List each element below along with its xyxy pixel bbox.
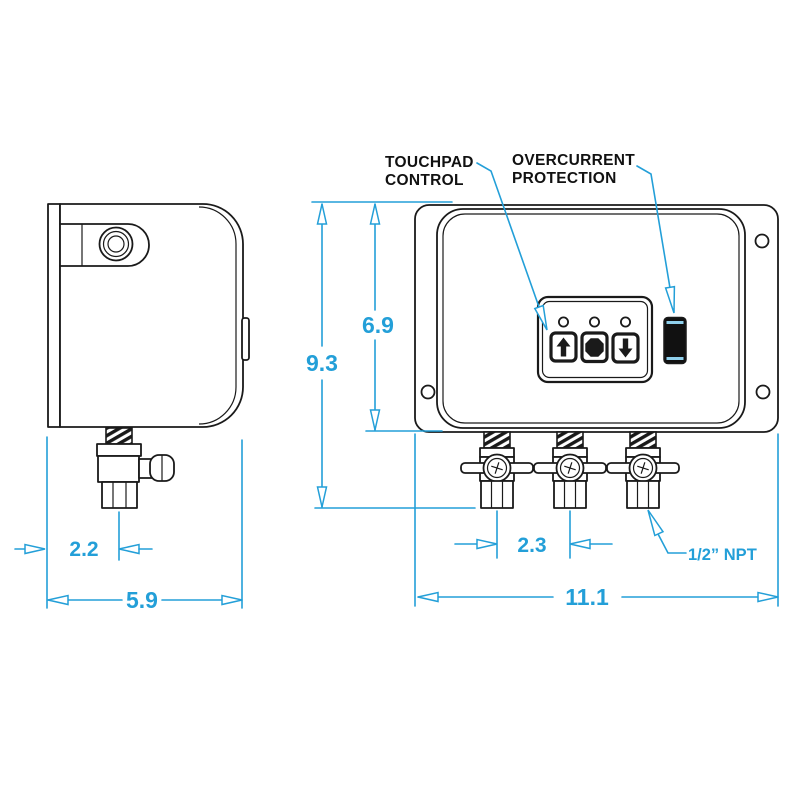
dim-arrow-left-icon	[569, 538, 591, 550]
dim-value: 2.2	[69, 538, 98, 561]
up-arrow-icon	[556, 337, 571, 357]
dim-arrow-down-icon	[316, 486, 328, 508]
led-indicator-2	[589, 316, 601, 328]
keypad-bezel-inner	[541, 300, 649, 379]
valve-body	[97, 455, 140, 483]
dim-side-width: 5.9	[47, 587, 243, 613]
dim-value: 9.3	[306, 350, 338, 376]
side-breaker-tab	[241, 317, 250, 361]
dim-arrow-right-icon	[476, 538, 498, 550]
side-enclosure-body	[59, 203, 244, 428]
dim-arrow-right-icon	[24, 543, 46, 555]
dim-arrow-left-icon	[417, 591, 439, 603]
keypad-panel	[536, 295, 654, 384]
valve-stem-inner	[486, 457, 508, 479]
cable-gland	[59, 223, 150, 267]
callout-npt: 1/2” NPT	[647, 509, 757, 564]
leader-line	[636, 165, 671, 289]
side-lid-seam	[198, 206, 237, 425]
callout-label-line2: PROTECTION	[512, 170, 617, 187]
dim-front-overall-height: 9.3	[306, 203, 338, 508]
breaker-top-stripe	[666, 321, 684, 324]
mounting-hole-bottom-right	[755, 384, 771, 400]
leader-line	[656, 531, 687, 554]
down-arrow-icon	[618, 338, 633, 358]
dim-arrow-down-icon	[369, 409, 381, 431]
leader-line	[476, 162, 540, 308]
front-valves	[460, 431, 680, 509]
dim-side-valve-offset: 2.2	[14, 538, 153, 561]
cable-gland-nut-mid	[102, 230, 130, 258]
front-valve-2	[533, 431, 607, 509]
cable-gland-bore	[107, 235, 125, 253]
valve-hex-fitting	[101, 481, 138, 509]
dim-front-box-height: 6.9	[362, 203, 394, 431]
dim-arrow-left-icon	[47, 594, 69, 606]
cable-gland-body	[59, 223, 150, 267]
stop-octagon-icon	[585, 338, 604, 357]
screw-slot	[567, 462, 573, 474]
callout-label-line1: TOUCHPAD	[385, 154, 474, 171]
callout-touchpad: TOUCHPAD CONTROL	[385, 154, 548, 331]
leader-arrow-icon	[647, 509, 665, 537]
front-lid-inner	[442, 213, 740, 424]
breaker-rocker	[663, 316, 687, 365]
led-indicator-1	[558, 316, 570, 328]
screw-slot	[494, 462, 500, 474]
leader-arrow-icon	[664, 285, 676, 314]
valve-hex-fitting	[553, 480, 587, 509]
front-view	[414, 204, 779, 509]
dim-front-overall-width: 11.1	[417, 584, 779, 610]
valve-thread	[629, 431, 657, 449]
dim-value: 11.1	[565, 584, 609, 610]
dimension-annotations: 9.3 6.9 2.2 5.9	[14, 201, 779, 613]
valve-stem-inner	[632, 457, 654, 479]
valve-stem-inner	[559, 457, 581, 479]
callout-label-line2: CONTROL	[385, 172, 464, 189]
valve-thread	[483, 431, 511, 449]
callouts: TOUCHPAD CONTROL OVERCURRENT PROTECTION …	[385, 152, 757, 564]
dim-arrow-right-icon	[221, 594, 243, 606]
npt-label: 1/2” NPT	[688, 546, 757, 564]
screw-slot	[640, 462, 646, 474]
mounting-hole-top-right	[754, 233, 770, 249]
cable-gland-nut-outer	[98, 226, 134, 262]
callout-overcurrent: OVERCURRENT PROTECTION	[512, 152, 676, 314]
valve-thread	[105, 427, 133, 445]
dim-value: 6.9	[362, 312, 394, 338]
front-valve-1	[460, 431, 534, 509]
breaker-bottom-stripe	[666, 357, 684, 360]
dim-arrow-up-icon	[316, 203, 328, 225]
dim-value: 5.9	[126, 587, 158, 613]
valve-hex-fitting	[480, 480, 514, 509]
side-valve	[96, 427, 175, 509]
circuit-breaker	[663, 316, 687, 365]
callout-label-line1: OVERCURRENT	[512, 152, 635, 169]
front-valve-3	[606, 431, 680, 509]
valve-thread	[556, 431, 584, 449]
dim-front-port-spacing: 2.3	[454, 534, 613, 557]
dim-arrow-left-icon	[118, 543, 140, 555]
led-indicator-3	[620, 316, 632, 328]
dim-arrow-up-icon	[369, 203, 381, 225]
leader-arrow-icon	[533, 304, 548, 331]
dim-value: 2.3	[517, 534, 546, 557]
side-view	[47, 203, 250, 509]
valve-hex-fitting	[626, 480, 660, 509]
dim-arrow-right-icon	[757, 591, 779, 603]
mounting-hole-bottom-left	[420, 384, 436, 400]
valve-bonnet	[96, 443, 142, 457]
side-flange	[47, 203, 61, 428]
